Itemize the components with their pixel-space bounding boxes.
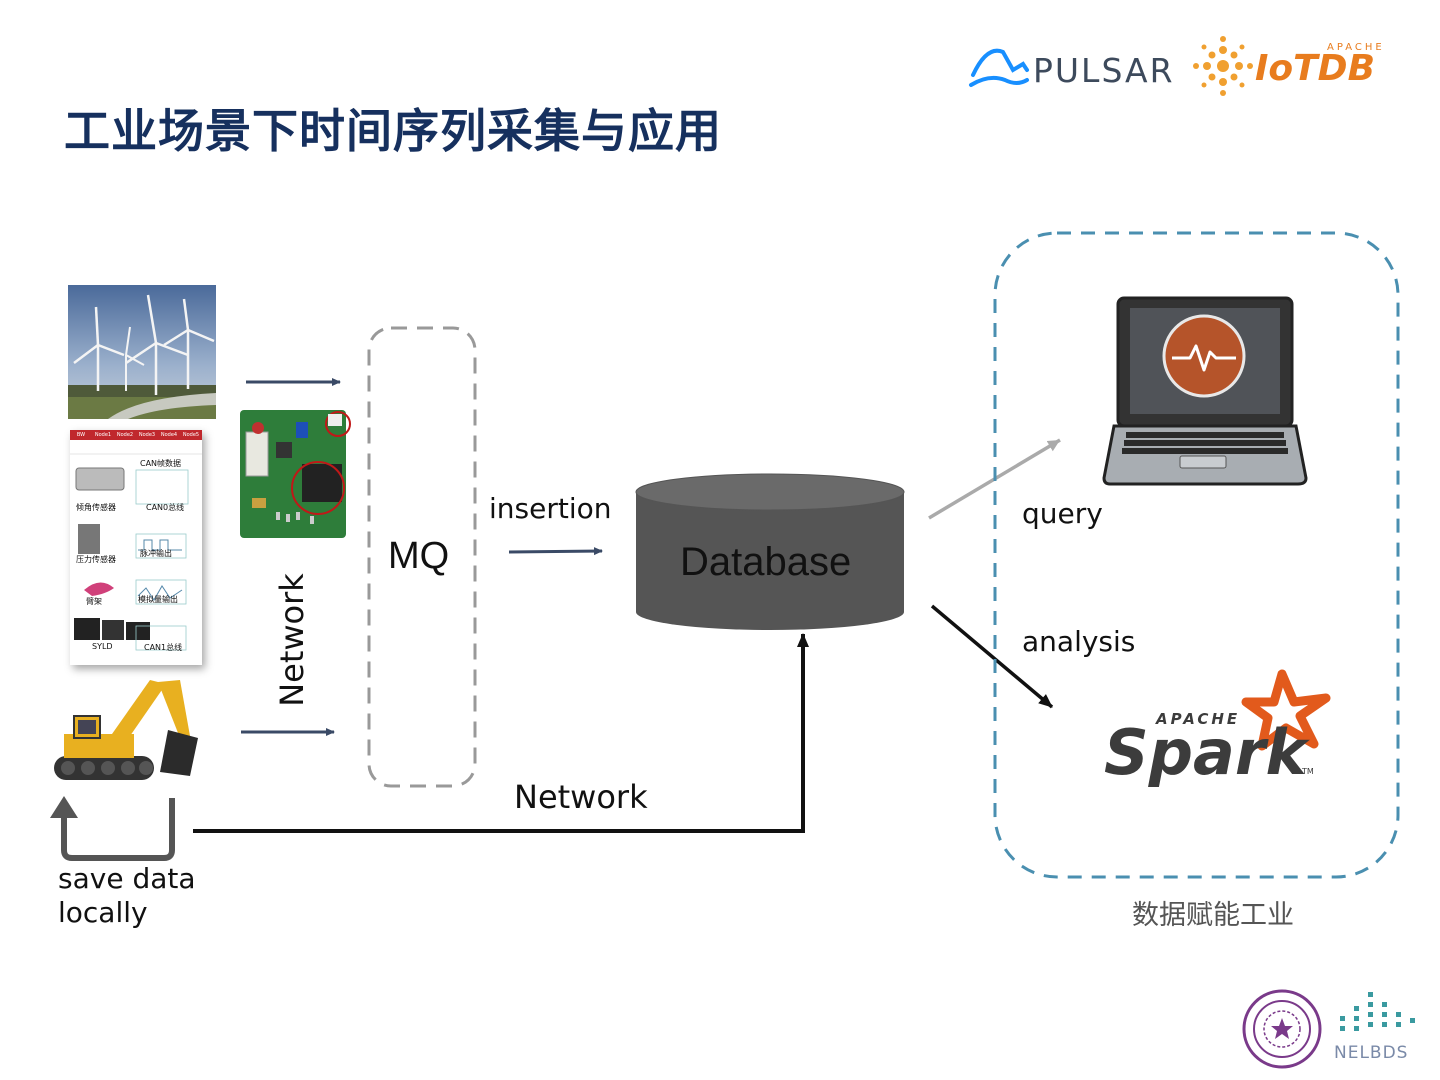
pulsar-iotdb-logos: PULSAR APACHE IoTDB: [969, 36, 1385, 96]
sensor-item: 臂架: [86, 597, 102, 606]
nelbds-logo: NELBDS: [1334, 992, 1415, 1062]
mq-label: MQ: [388, 535, 450, 577]
mq-box: [367, 326, 477, 788]
sensor-tab: Node4: [160, 432, 178, 438]
nelbds-logo-text: NELBDS: [1334, 1043, 1408, 1062]
sensor-graphics: [70, 453, 202, 651]
spark-apache-text: APACHE: [1155, 710, 1240, 728]
network-vertical-label: Network: [273, 573, 311, 707]
spark-logo: APACHE Spark TM: [1104, 669, 1331, 789]
sensor-panel-header: BW Node1 Node2 Node3 Node4 Node5: [70, 430, 202, 440]
group-caption: 数据赋能工业: [1132, 900, 1294, 931]
data-empowerment-group: [993, 231, 1400, 879]
pulsar-logo-icon: [969, 48, 1029, 87]
arrow-database-to-analysis: [930, 604, 1054, 709]
spark-star-icon: [1241, 669, 1331, 751]
analysis-label: analysis: [1022, 625, 1136, 658]
save-data-label: save data: [58, 862, 196, 895]
iotdb-apache-text: APACHE: [1327, 42, 1385, 53]
iotdb-sun-icon: [1193, 36, 1253, 96]
sensor-item: CAN0总线: [146, 503, 185, 512]
arrow-direct-network-to-database: [193, 633, 809, 833]
database-cylinder: [635, 473, 905, 630]
spark-tm-text: TM: [1301, 767, 1314, 776]
database-label: Database: [680, 540, 852, 584]
sensor-item: CAN1总线: [144, 643, 183, 652]
iotdb-logo-text: IoTDB: [1255, 48, 1375, 89]
university-seal-logo: [1242, 989, 1322, 1069]
save-locally-arrowhead: [50, 796, 78, 818]
circuit-board-image: [240, 410, 351, 538]
save-data-label-2: locally: [58, 896, 148, 929]
sensor-item: SYLD: [92, 642, 113, 651]
sensor-item: 倾角传感器: [76, 503, 116, 512]
query-label: query: [1022, 497, 1103, 530]
sensor-panel-image: BW Node1 Node2 Node3 Node4 Node5 CAN帧数据 …: [70, 430, 202, 665]
laptop-icon: [1102, 296, 1308, 486]
insertion-label: insertion: [489, 492, 612, 525]
excavator-image: [54, 680, 198, 780]
sensor-tab: Node1: [94, 432, 112, 438]
sensor-tab: Node3: [138, 432, 156, 438]
sensor-item: 脉冲输出: [140, 549, 172, 558]
sensor-tab: BW: [76, 432, 86, 438]
wind-turbine-image: [68, 285, 216, 419]
sensor-item: CAN帧数据: [140, 459, 182, 468]
page-title: 工业场景下时间序列采集与应用: [64, 104, 722, 158]
sensor-item: 模拟量输出: [138, 595, 178, 604]
sensor-item: 压力传感器: [76, 555, 116, 564]
pulsar-logo-text: PULSAR: [1033, 51, 1175, 90]
spark-logo-text: Spark: [1104, 716, 1310, 789]
sensor-tab: Node5: [182, 432, 200, 438]
network-bottom-label: Network: [514, 778, 648, 816]
sensor-tab: Node2: [116, 432, 134, 438]
arrow-mq-to-database: [508, 547, 603, 556]
save-locally-loop: [61, 798, 175, 861]
